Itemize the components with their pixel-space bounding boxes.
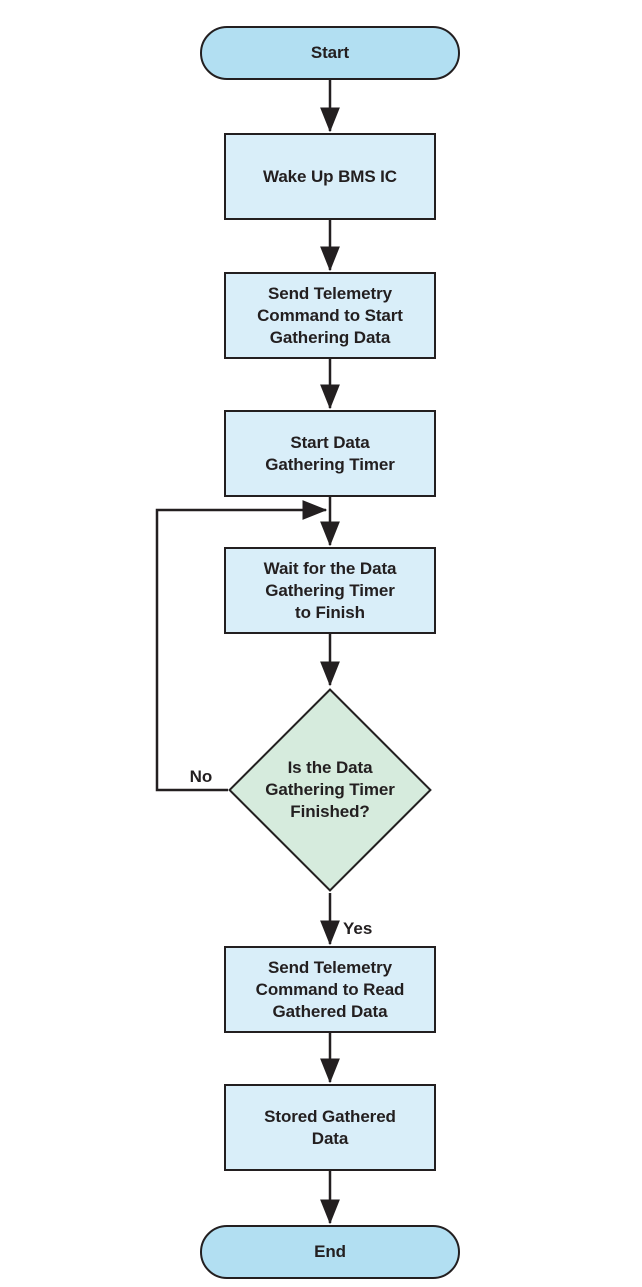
node-end-label: End: [314, 1242, 346, 1261]
node-start-timer: Start Data Gathering Timer: [224, 410, 436, 497]
node-decision-label: Is the Data Gathering Timer Finished?: [265, 758, 395, 821]
node-store-data: Stored Gathered Data: [224, 1084, 436, 1171]
node-start: Start: [200, 26, 460, 80]
node-start-timer-label: Start Data Gathering Timer: [265, 432, 395, 474]
node-send-telemetry-start: Send Telemetry Command to Start Gatherin…: [224, 272, 436, 359]
node-send-telemetry-read-label: Send Telemetry Command to Read Gathered …: [255, 957, 405, 1021]
node-end: End: [200, 1225, 460, 1279]
node-send-telemetry-read: Send Telemetry Command to Read Gathered …: [224, 946, 436, 1033]
node-store-data-label: Stored Gathered Data: [264, 1106, 396, 1148]
node-wake-up-bms-ic: Wake Up BMS IC: [224, 133, 436, 220]
node-start-label: Start: [310, 43, 350, 62]
node-send-telemetry-start-label: Send Telemetry Command to Start Gatherin…: [257, 283, 403, 347]
node-wake-up-bms-ic-label: Wake Up BMS IC: [263, 166, 397, 186]
edge-label-no: No: [189, 767, 213, 786]
edge-label-yes: Yes: [343, 919, 373, 938]
node-wait-timer-label: Wait for the Data Gathering Timer to Fin…: [263, 558, 397, 622]
node-wait-timer: Wait for the Data Gathering Timer to Fin…: [224, 547, 436, 634]
